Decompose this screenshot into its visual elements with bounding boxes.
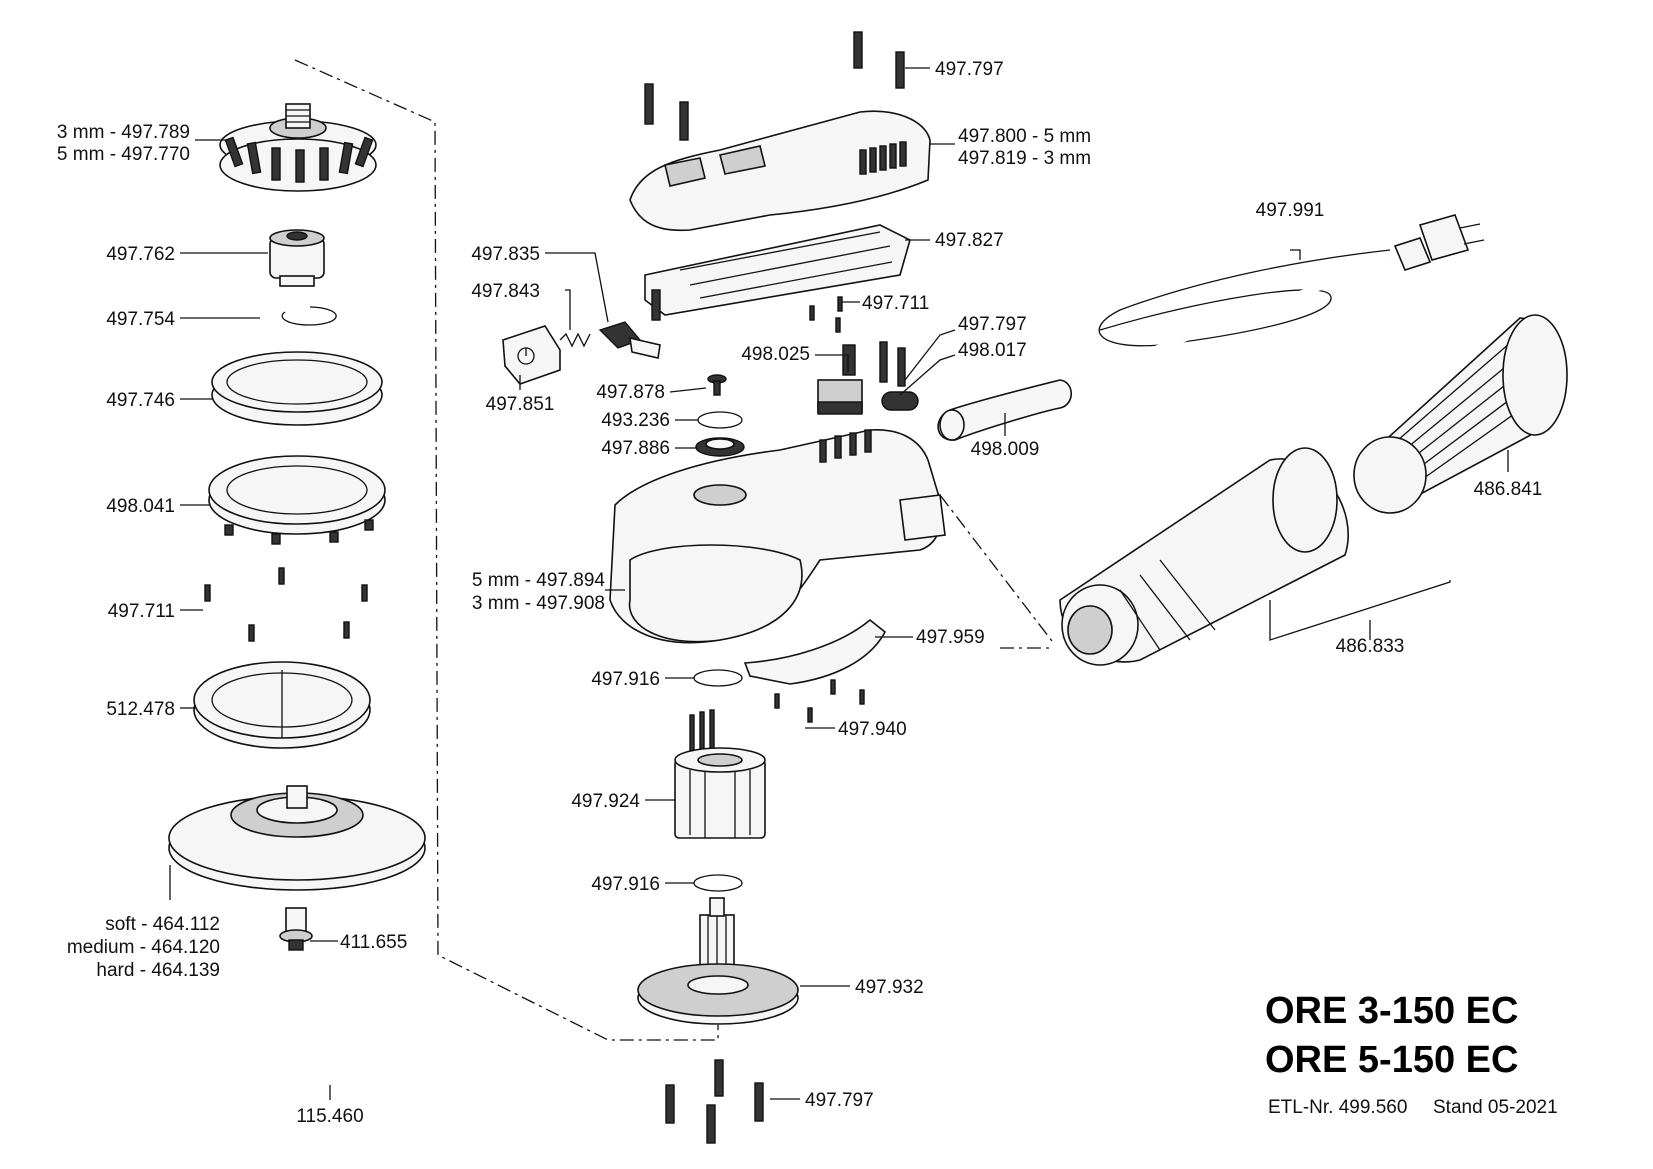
slider-part-497835 <box>598 321 661 359</box>
oring-part-497916-a <box>693 669 743 687</box>
label-497762: 497.762 <box>106 244 175 265</box>
assembly-guide-lines <box>294 59 1056 1041</box>
screws-part-497797-mid <box>879 341 906 387</box>
bearing-part-497886 <box>695 437 745 457</box>
screw-part-497878 <box>707 374 727 396</box>
screws-part-497797-bottom <box>665 1059 764 1144</box>
label-497843: 497.843 <box>471 281 540 302</box>
label-497878: 497.878 <box>596 382 665 403</box>
rotor-part-497932 <box>637 897 799 1025</box>
bearing-part-497762 <box>269 229 325 287</box>
label-486841: 486.841 <box>1474 479 1543 500</box>
label-498025: 498.025 <box>741 344 810 365</box>
leader-lines <box>169 67 1509 1100</box>
oring-part-497916-b <box>693 874 743 892</box>
sanding-pad-part <box>168 785 426 891</box>
label-497851: 497.851 <box>486 394 555 415</box>
label-497711-mid: 497.711 <box>862 293 929 314</box>
model-title-line1: ORE 3-150 EC <box>1265 990 1518 1032</box>
hex-key-part-115460 <box>284 997 383 1093</box>
label-497746: 497.746 <box>106 390 175 411</box>
housing-part <box>609 429 946 644</box>
label-cover-5mm: 497.800 - 5 mm <box>958 126 1091 147</box>
grip-part-498009 <box>937 379 1073 441</box>
label-housing-3mm: 3 mm - 497.908 <box>472 593 605 614</box>
label-497711-left: 497.711 <box>108 601 175 622</box>
switch-button-part-497851 <box>502 325 561 385</box>
screws-part-497940 <box>774 679 865 723</box>
label-493236: 493.236 <box>601 410 670 431</box>
label-pad-soft: soft - 464.112 <box>105 914 220 935</box>
label-497940: 497.940 <box>838 719 907 740</box>
ring-part-498041 <box>208 455 386 545</box>
label-497835: 497.835 <box>471 244 540 265</box>
filter-part-486841 <box>1353 314 1568 514</box>
power-cable-part-497991 <box>1073 214 1485 384</box>
label-497991: 497.991 <box>1256 200 1325 221</box>
connector-part-498025 <box>817 344 863 415</box>
ring-part-497746 <box>211 351 383 426</box>
label-497797-mid: 497.797 <box>958 314 1027 335</box>
circlip-part-497754 <box>281 306 337 326</box>
screw-part-411655 <box>279 907 313 951</box>
dust-container-part-486833 <box>1059 447 1349 666</box>
label-497932: 497.932 <box>855 977 924 998</box>
oring-part-493236 <box>697 411 743 429</box>
model-title-line2: ORE 5-150 EC <box>1265 1039 1518 1081</box>
label-498041: 498.041 <box>106 496 175 517</box>
label-fan-3mm: 3 mm - 497.789 <box>57 122 190 143</box>
label-497827: 497.827 <box>935 230 1004 251</box>
fan-part <box>219 103 377 192</box>
skirt-part-497959 <box>743 618 887 685</box>
title-block: ORE 3-150 EC ORE 5-150 EC ETL-Nr. 499.56… <box>1265 990 1558 1118</box>
label-497924: 497.924 <box>571 791 640 812</box>
label-pad-hard: hard - 464.139 <box>96 960 220 981</box>
label-497797-top: 497.797 <box>935 59 1004 80</box>
label-fan-5mm: 5 mm - 497.770 <box>57 144 190 165</box>
label-497959: 497.959 <box>916 627 985 648</box>
screws-part-497711-mid <box>809 296 843 333</box>
screws-part-497711-left <box>204 567 368 642</box>
label-pad-medium: medium - 464.120 <box>67 937 220 958</box>
board-part-497827 <box>644 224 911 321</box>
label-115460: 115.460 <box>296 1106 363 1127</box>
label-497916-b: 497.916 <box>591 874 660 895</box>
label-498009: 498.009 <box>971 439 1040 460</box>
stand-date: Stand 05-2021 <box>1433 1097 1558 1118</box>
spring-part-497843 <box>559 332 591 348</box>
part-498017 <box>881 391 919 411</box>
label-498017: 498.017 <box>958 340 1027 361</box>
stator-part-497924 <box>674 709 766 839</box>
etl-number: ETL-Nr. 499.560 <box>1268 1097 1407 1118</box>
label-housing-5mm: 5 mm - 497.894 <box>472 570 605 591</box>
label-486833: 486.833 <box>1336 636 1405 657</box>
label-497916-a: 497.916 <box>591 669 660 690</box>
ring-part-512478 <box>193 661 371 749</box>
part-labels: 3 mm - 497.789 5 mm - 497.770 497.762 49… <box>57 59 1542 1127</box>
top-cover-part <box>629 110 931 232</box>
label-512478: 512.478 <box>106 699 175 720</box>
screws-part-497797-top <box>644 31 905 141</box>
label-497797-bottom: 497.797 <box>805 1090 874 1111</box>
label-497754: 497.754 <box>106 309 175 330</box>
label-411655: 411.655 <box>340 932 407 953</box>
label-497886: 497.886 <box>601 438 670 459</box>
label-cover-3mm: 497.819 - 3 mm <box>958 148 1091 169</box>
